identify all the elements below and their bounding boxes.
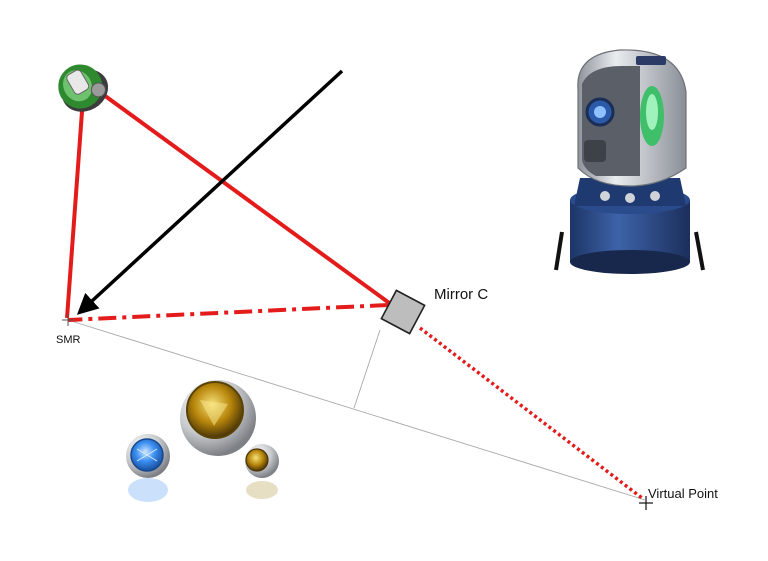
construction-line-mirror-normal [353,329,381,409]
mirror-c[interactable] [380,289,426,335]
beam-tracker-to-smr [65,83,86,319]
beam-tracker-to-mirror [84,80,394,307]
laser-tracker-icon [554,49,705,274]
retroreflector-spheres-icon [126,380,279,502]
beam-mirror-to-virtual-dotted [418,326,644,500]
construction-line-smr-virtual [67,319,646,501]
virtual-point-label: Virtual Point [648,486,718,501]
smr-label: SMR [56,334,81,346]
virtual-point-marker [639,496,653,510]
laser-tracker-top-view-icon [58,64,109,112]
direction-arrow [76,69,344,315]
beam-mirror-to-smr-dashdot [67,303,389,322]
mirror-label: Mirror C [434,286,489,303]
smr-point-marker [62,314,74,326]
